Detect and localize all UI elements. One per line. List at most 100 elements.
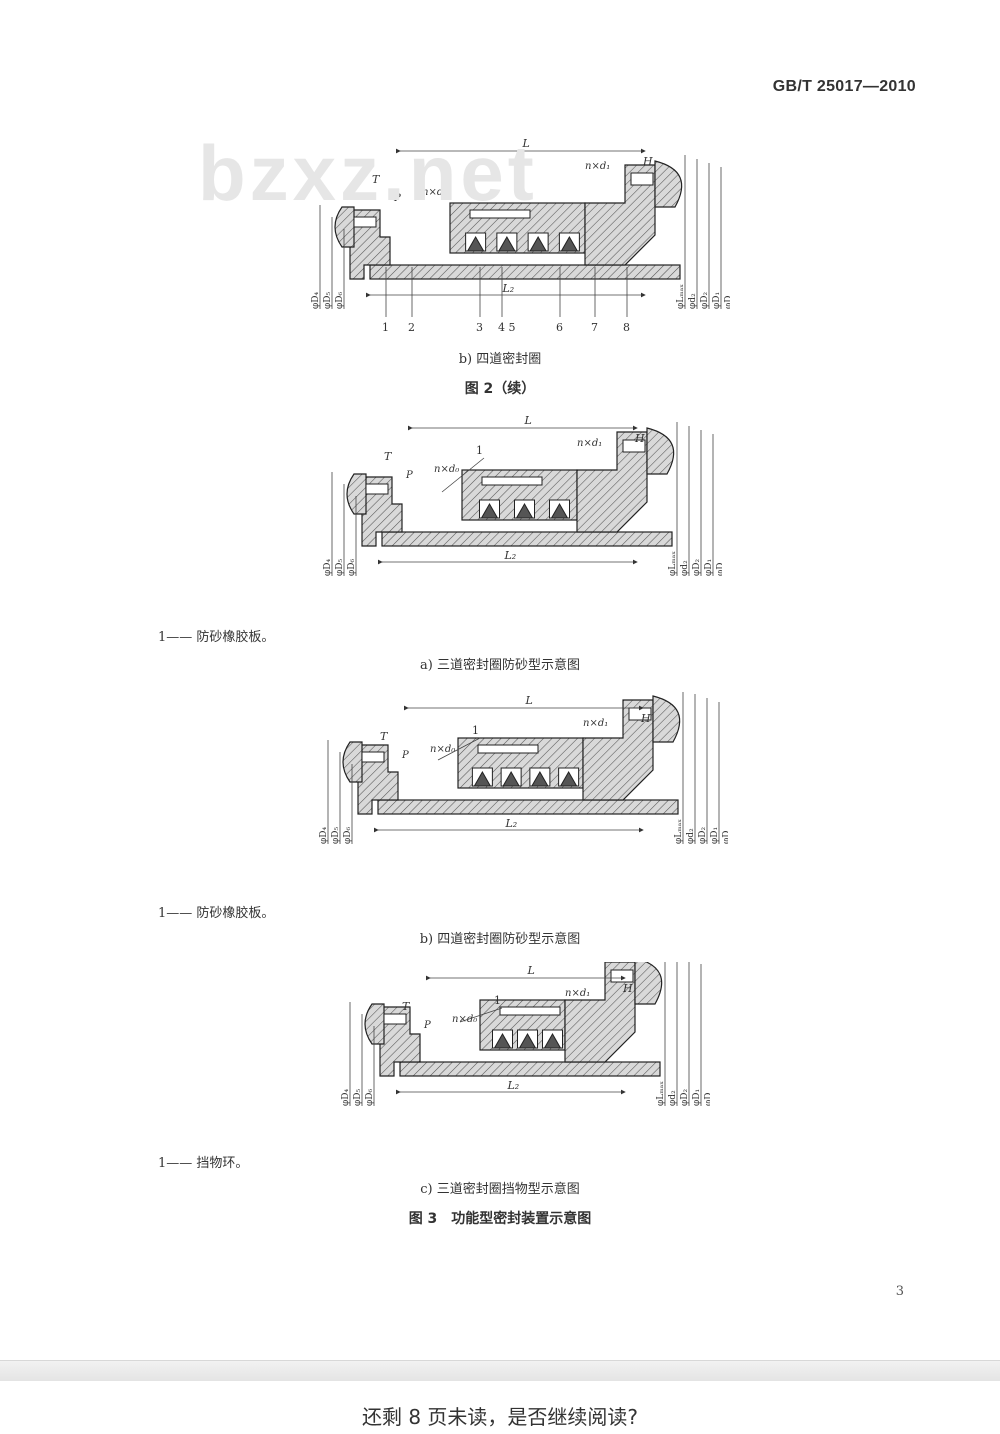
left-dim-label: φD₅ <box>331 826 341 844</box>
left-clamp <box>342 741 363 783</box>
housing-bolt <box>499 1006 561 1016</box>
left-dim-label: φD₅ <box>353 1088 363 1106</box>
left-bolt <box>365 483 389 495</box>
figure-2-title: 图 2（续） <box>464 381 536 397</box>
right-bolt <box>622 439 646 453</box>
left-dim-label: φD₅ <box>323 291 333 309</box>
seal-ring <box>480 502 499 519</box>
dim-nd1: n×d₁ <box>565 988 590 999</box>
dim-L2: L₂ <box>504 549 517 562</box>
seal-ring <box>493 1032 512 1049</box>
right-dim-label: φD₁ <box>692 1089 702 1106</box>
figure-3c-caption: c) 三道密封圈挡物型示意图 <box>420 1182 580 1197</box>
dim-nd0: n×d₀ <box>422 187 447 198</box>
dim-L: L <box>527 964 535 977</box>
right-dim-label: φLₘₐₓ <box>676 284 686 309</box>
callout-number: 7 <box>591 321 598 334</box>
figure-3b-legend: 1—— 防砂橡胶板。 <box>158 906 275 921</box>
dim-nd0: n×d₀ <box>430 744 455 755</box>
left-bolt <box>361 751 385 763</box>
left-dim-label: φD₄ <box>319 826 329 844</box>
dim-H: H <box>634 432 645 445</box>
dim-P: P <box>423 1020 431 1031</box>
dim-H: H <box>640 712 651 725</box>
seal-ring <box>559 770 578 787</box>
seal-ring <box>502 770 520 787</box>
dim-nd1: n×d₁ <box>585 161 610 172</box>
left-bolt <box>353 216 377 228</box>
dim-L2: L₂ <box>505 817 518 830</box>
housing-bolt <box>469 209 531 219</box>
right-clamp <box>654 160 683 208</box>
dim-L: L <box>522 137 530 150</box>
dim-nd0: n×d₀ <box>434 464 459 475</box>
housing-bolt <box>477 744 539 754</box>
seal-ring <box>529 235 547 252</box>
seal-ring <box>515 502 534 519</box>
left-clamp <box>334 206 355 248</box>
right-dim-label: φLₘₐₓ <box>674 819 684 844</box>
seal-ring <box>550 502 569 519</box>
dim-P: P <box>405 470 413 481</box>
dim-P: P <box>401 750 409 761</box>
seal-ring <box>473 770 492 787</box>
right-dim-label: φD₂ <box>680 1088 690 1106</box>
right-dim-label: φD₂ <box>700 291 710 309</box>
seal-ring <box>518 1032 537 1049</box>
dim-T: T <box>372 173 381 186</box>
right-clamp <box>634 962 663 1005</box>
housing-bolt <box>481 476 543 486</box>
callout-number: 8 <box>623 321 630 334</box>
callout-line <box>459 1007 503 1023</box>
seal-ring <box>498 235 516 252</box>
dim-H: H <box>622 982 633 995</box>
dim-L: L <box>524 414 532 427</box>
right-dim-label: φD <box>724 295 730 309</box>
right-dim-label: φLₘₐₓ <box>656 1081 666 1106</box>
figure-3a-legend: 1—— 防砂橡胶板。 <box>158 630 275 645</box>
right-dim-label: φD₁ <box>712 292 722 309</box>
right-dim-label: φd₂ <box>688 293 698 309</box>
callout-number: 1 <box>476 444 483 457</box>
right-dim-label: φD₁ <box>710 827 720 844</box>
left-dim-label: φD₄ <box>323 558 333 576</box>
right-dim-label: φd₂ <box>680 560 690 576</box>
figure-3b-caption: b) 四道密封圈防砂型示意图 <box>419 932 581 947</box>
shaft-section <box>399 1061 661 1077</box>
figure-3c-legend: 1—— 挡物环。 <box>158 1156 249 1171</box>
dim-L2: L₂ <box>507 1079 520 1092</box>
seal-ring <box>560 235 579 252</box>
reader-footer <box>0 1381 1000 1434</box>
standard-code: GB/T 25017—2010 <box>772 78 916 95</box>
left-dim-label: φD₄ <box>311 291 321 309</box>
left-bolt <box>383 1013 407 1025</box>
figure-3-title: 图 3 功能型密封装置示意图 <box>408 1211 592 1227</box>
callout-line <box>441 457 485 493</box>
dim-T: T <box>402 1000 411 1013</box>
right-dim-label: φD₂ <box>692 558 702 576</box>
dim-T: T <box>380 730 389 743</box>
dim-P: P <box>393 193 401 204</box>
page-number: 3 <box>895 1284 904 1299</box>
dim-L: L <box>525 694 533 707</box>
right-clamp <box>646 427 675 475</box>
seal-ring <box>543 1032 562 1049</box>
page-separator <box>0 1360 1000 1382</box>
callout-line <box>437 737 481 761</box>
dim-nd1: n×d₁ <box>577 438 602 449</box>
dim-nd0: n×d₀ <box>452 1014 477 1025</box>
callout-number: 1 <box>382 321 389 334</box>
continue-reading-link[interactable]: 还剩 8 页未读，是否继续阅读? <box>361 1405 639 1429</box>
right-dim-label: φD₁ <box>704 559 714 576</box>
right-bolt <box>610 969 634 983</box>
left-dim-label: φD₄ <box>341 1088 351 1106</box>
right-dim-label: φD <box>704 1092 710 1106</box>
callout-number: 6 <box>556 321 563 334</box>
